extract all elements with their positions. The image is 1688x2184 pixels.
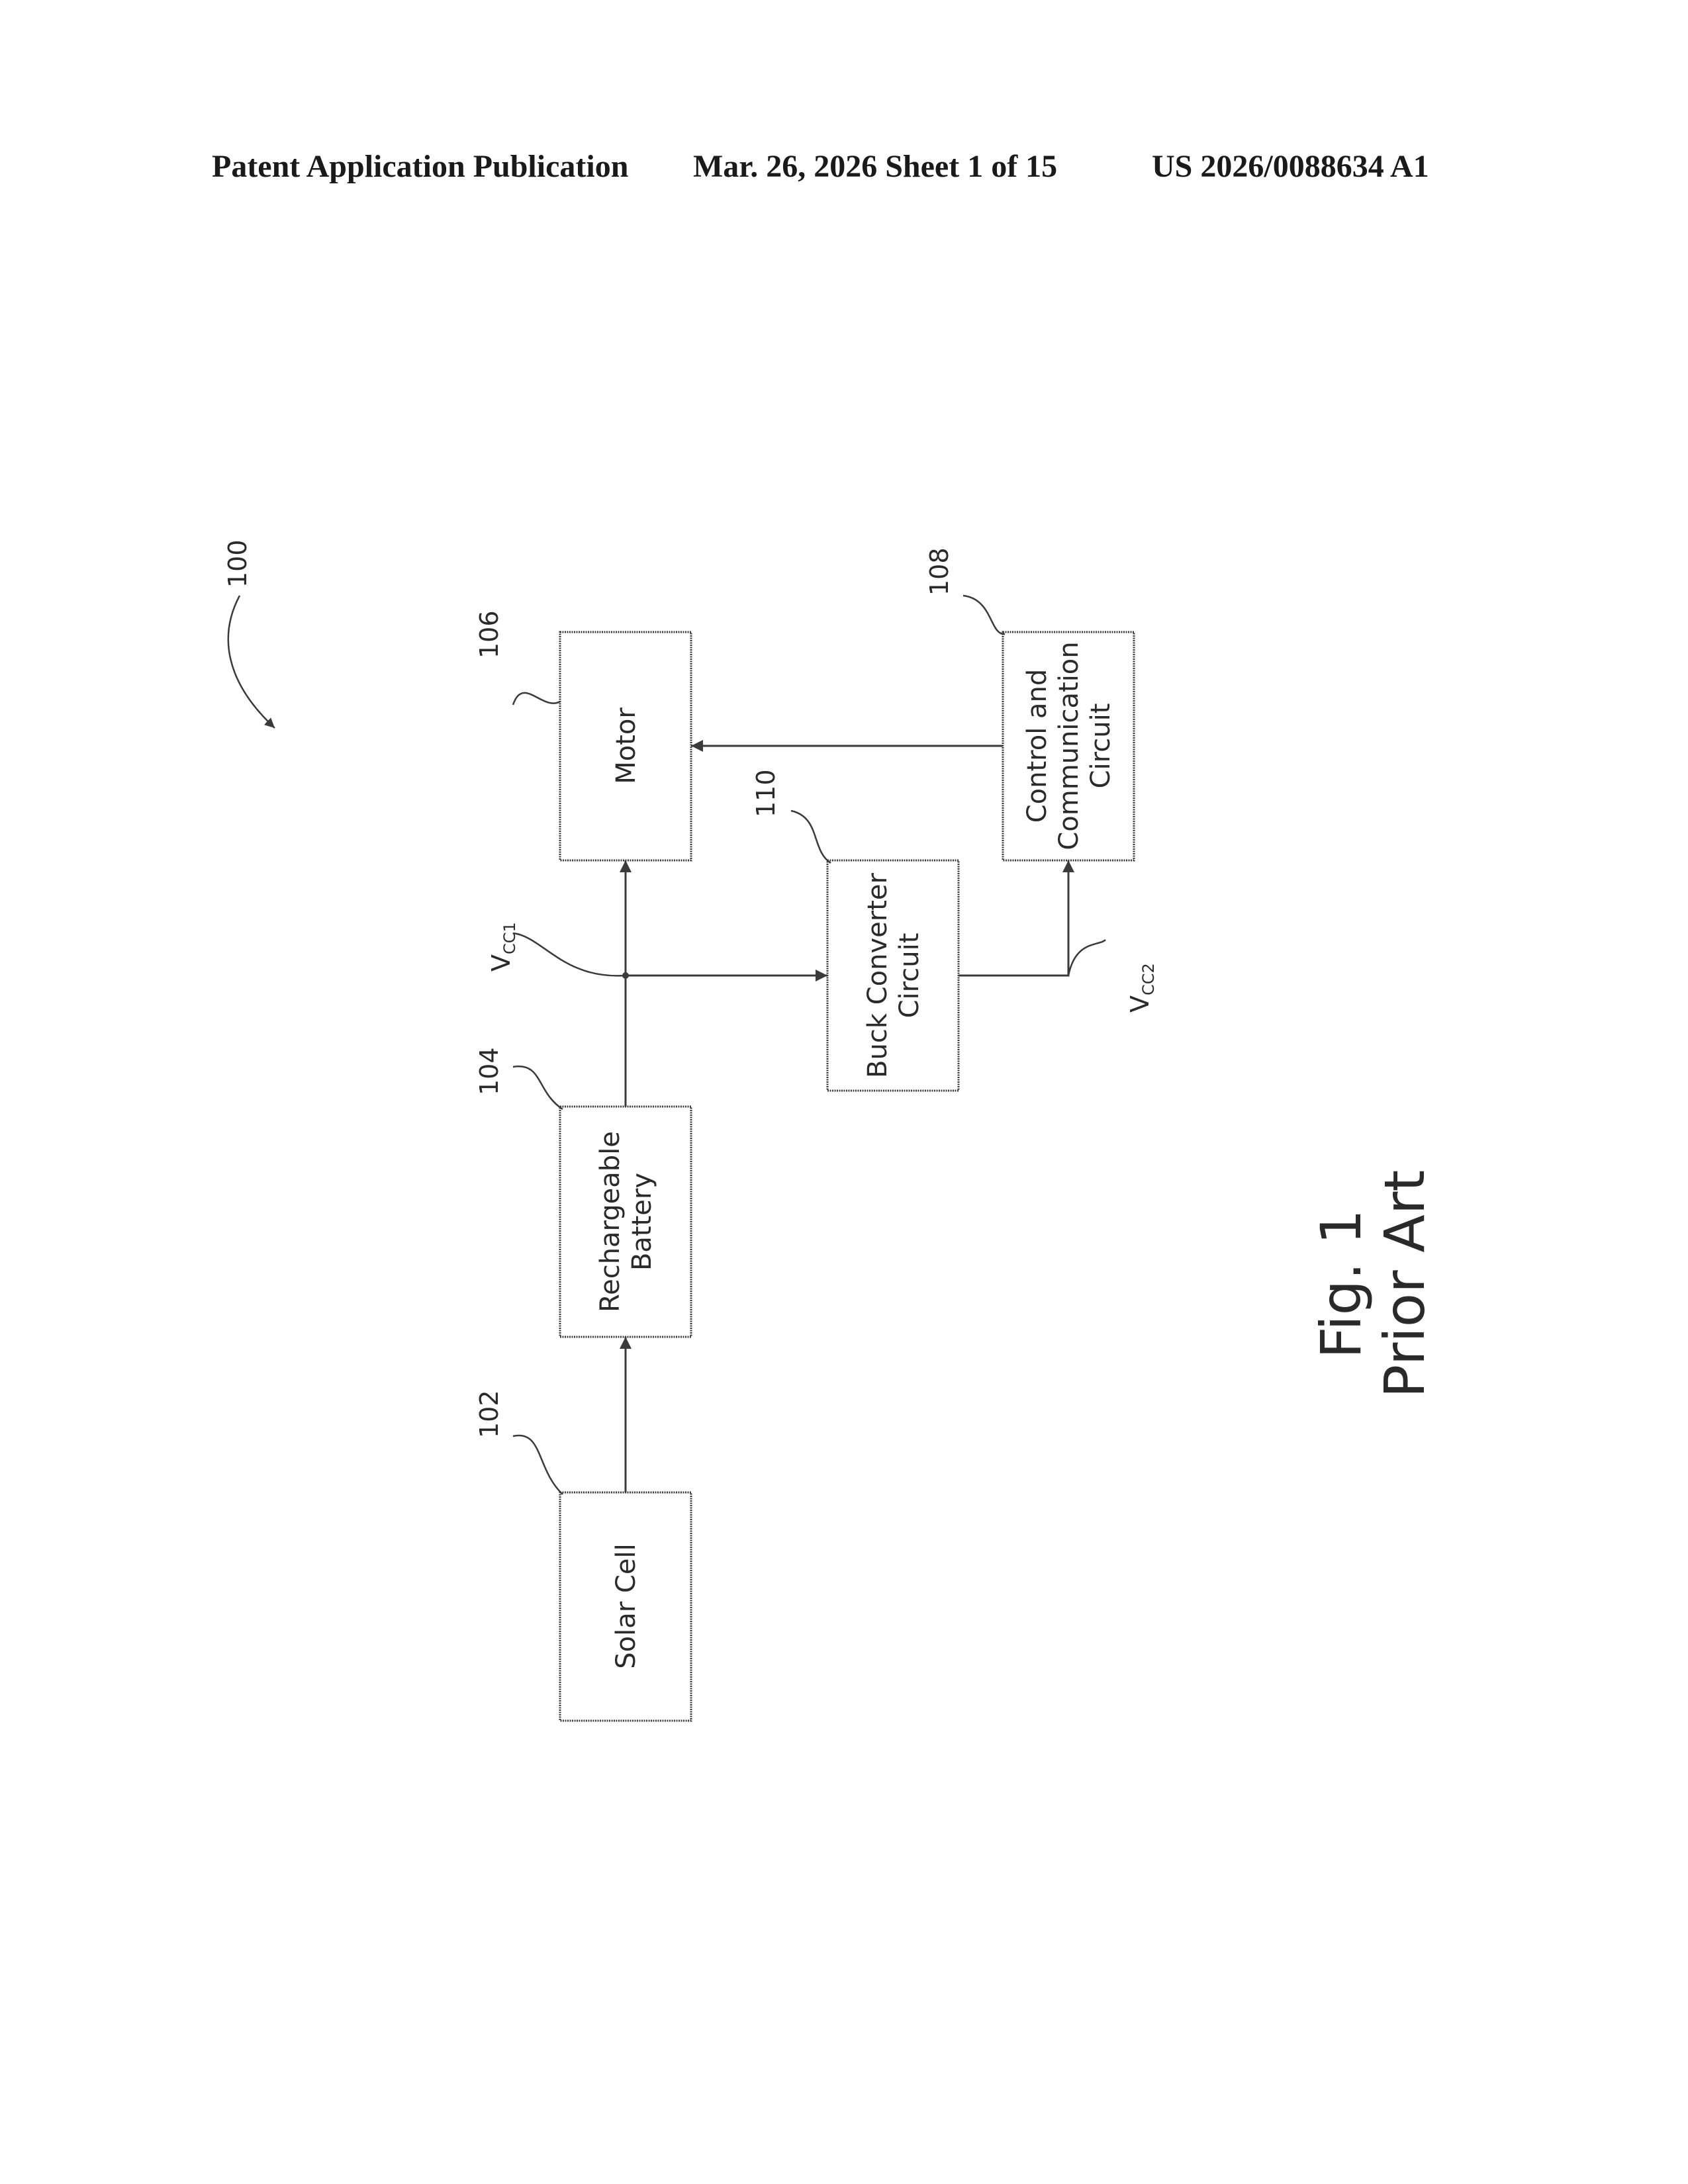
figure-subtitle: Prior Art — [1372, 1170, 1437, 1398]
vcc2-main: V — [1125, 995, 1154, 1013]
figure-caption: Fig. 1 Prior Art — [1309, 1170, 1437, 1398]
motor-leader — [513, 693, 560, 705]
vcc2-label: VCC2 — [1125, 963, 1158, 1013]
solar-cell-reference: 102 — [475, 1390, 504, 1438]
solar-cell-label: Solar Cell — [611, 1543, 641, 1668]
control-label-line-1: Control and — [1022, 669, 1053, 823]
motor-label-line-1: Motor — [611, 707, 641, 784]
vcc1-subscript: CC1 — [500, 922, 519, 954]
control-reference: 108 — [925, 547, 954, 596]
buck-converter-label-line-2: Circuit — [894, 933, 925, 1019]
control-label-line-3: Circuit — [1086, 704, 1116, 789]
rechargeable-battery-block — [560, 1107, 691, 1337]
battery-reference: 104 — [475, 1047, 504, 1095]
control-leader — [963, 596, 1005, 634]
vcc1-label: VCC1 — [487, 922, 519, 972]
buck-converter-block — [827, 860, 959, 1091]
vcc2-subscript: CC2 — [1139, 963, 1158, 995]
vcc2-leader — [1068, 940, 1105, 976]
battery-label-line-1: Rechargeable — [595, 1131, 626, 1312]
buck-to-control-arrow — [959, 860, 1068, 976]
battery-leader — [513, 1066, 563, 1109]
buck-converter-leader — [791, 811, 831, 863]
system-reference-arrow — [228, 596, 275, 728]
vcc1-leader — [513, 933, 626, 976]
motor-reference: 106 — [475, 610, 504, 659]
system-reference: 100 — [223, 539, 252, 588]
vcc1-main: V — [487, 954, 516, 972]
buck-converter-label-line-1: Buck Converter — [863, 873, 893, 1078]
solar-cell-leader — [513, 1435, 563, 1494]
battery-label-line-2: Battery — [627, 1173, 657, 1271]
solar-cell-label-line-1: Solar Cell — [611, 1543, 641, 1668]
motor-label: Motor — [611, 707, 641, 784]
figure-title: Fig. 1 — [1309, 1209, 1374, 1359]
control-label-line-2: Communication — [1054, 641, 1084, 850]
buck-converter-reference: 110 — [751, 769, 780, 817]
